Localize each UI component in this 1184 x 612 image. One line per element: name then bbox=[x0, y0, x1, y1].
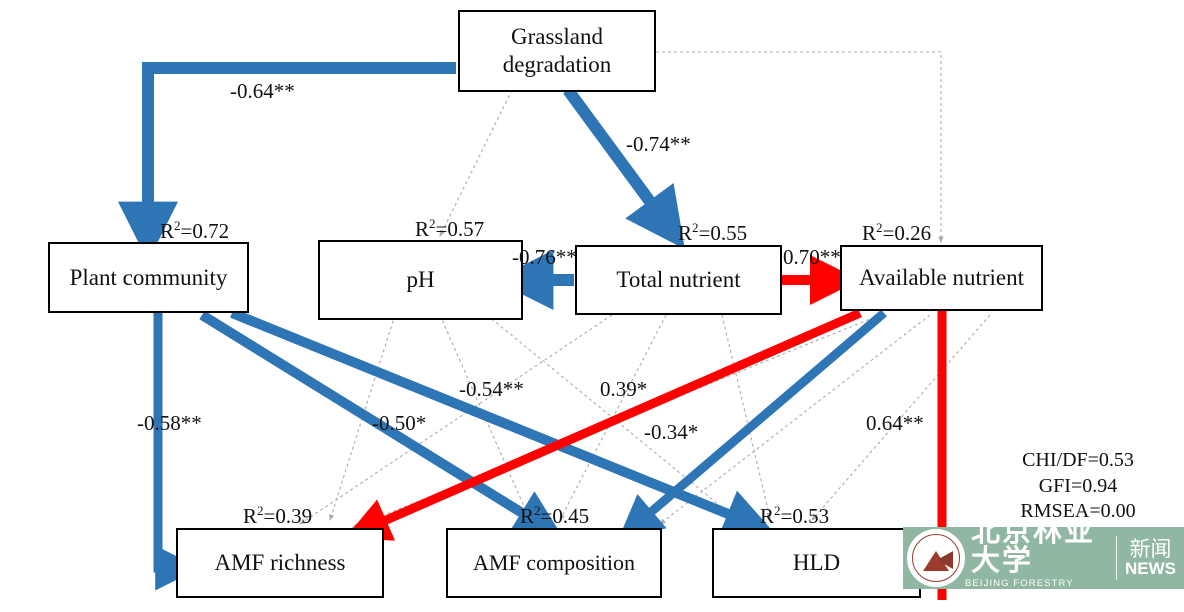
ns-path-ph-amfcomp bbox=[439, 314, 531, 522]
path-plant-amfrich bbox=[153, 313, 201, 591]
path-grassland-total bbox=[563, 86, 685, 250]
r2-exponent: 2 bbox=[429, 216, 436, 231]
ns-path-grassland-available bbox=[656, 51, 944, 244]
r2-prefix: R bbox=[243, 504, 258, 528]
coefficient-total-available: 0.70** bbox=[783, 245, 841, 269]
watermark-divider bbox=[1115, 536, 1117, 580]
r2-value-available: =0.26 bbox=[882, 221, 932, 245]
ns-path-ph-hld bbox=[486, 314, 736, 519]
path-available-amfrich bbox=[344, 308, 862, 541]
path-plant-hld bbox=[230, 308, 774, 537]
node-grassland-degradation[interactable]: Grassland degradation bbox=[458, 10, 656, 92]
ns-path-grassland-ph bbox=[439, 89, 513, 237]
coefficient-available-hld: 0.64** bbox=[866, 411, 924, 435]
r2-label-total-nutrient: R2=0.55 bbox=[678, 220, 747, 246]
node-amf-richness[interactable]: AMF richness bbox=[176, 528, 384, 598]
r2-prefix: R bbox=[760, 504, 775, 528]
r2-value-plant: =0.72 bbox=[180, 219, 230, 243]
university-seal-icon bbox=[907, 529, 965, 587]
coefficient-available-amfcomp: -0.34* bbox=[644, 420, 699, 444]
fit-gfi: GFI=0.94 bbox=[1038, 474, 1118, 497]
node-label-amf-composition: AMF composition bbox=[473, 550, 635, 575]
arrow-icon bbox=[937, 551, 953, 569]
path-plant-amfcomp bbox=[199, 310, 564, 539]
r2-prefix: R bbox=[520, 504, 535, 528]
r2-value-amf-comp: =0.45 bbox=[540, 504, 590, 528]
r2-label-available-nutrient: R2=0.26 bbox=[862, 220, 931, 246]
r2-value-hld: =0.53 bbox=[780, 504, 830, 528]
node-hld[interactable]: HLD bbox=[712, 528, 921, 598]
r2-prefix: R bbox=[862, 221, 877, 245]
node-available-nutrient[interactable]: Available nutrient bbox=[840, 245, 1043, 311]
r2-exponent: 2 bbox=[692, 220, 699, 235]
fit-rmsea: RMSEA=0.00 bbox=[1020, 500, 1136, 523]
coefficient-grassland-total: -0.74** bbox=[626, 132, 691, 156]
node-ph[interactable]: pH bbox=[318, 240, 523, 320]
node-plant-community[interactable]: Plant community bbox=[48, 242, 249, 313]
r2-label-amf-richness: R2=0.39 bbox=[243, 503, 312, 529]
node-label-available-nutrient: Available nutrient bbox=[859, 265, 1024, 290]
r2-label-amf-composition: R2=0.45 bbox=[520, 503, 589, 529]
r2-value-amf-rich: =0.39 bbox=[263, 504, 313, 528]
r2-value-ph: =0.57 bbox=[435, 217, 485, 241]
node-label-plant-community: Plant community bbox=[69, 264, 228, 290]
coefficient-plant-amfcomp: -0.50* bbox=[372, 411, 427, 435]
r2-exponent: 2 bbox=[876, 220, 883, 235]
coefficient-plant-hld: -0.54** bbox=[459, 377, 524, 401]
ns-path-total-amfrich bbox=[299, 314, 613, 525]
coefficient-grassland-plant: -0.64** bbox=[230, 79, 295, 103]
node-label-amf-richness: AMF richness bbox=[214, 550, 346, 575]
path-available-amfcomp bbox=[617, 309, 887, 541]
negative-paths bbox=[118, 62, 887, 591]
ns-path-total-hld bbox=[721, 314, 772, 520]
node-label-total-nutrient: Total nutrient bbox=[616, 267, 741, 292]
r2-label-plant-community: R2=0.72 bbox=[160, 218, 229, 244]
watermark-banner: 北京林业大学 BEIJING FORESTRY UNIVERSITY 新闻 NE… bbox=[903, 527, 1184, 589]
ns-path-available-amfcomp2 bbox=[659, 314, 931, 525]
node-label-ph: pH bbox=[406, 267, 435, 292]
r2-label-ph: R2=0.57 bbox=[415, 216, 484, 242]
node-label-grassland: Grassland degradation bbox=[502, 24, 612, 77]
node-label-hld: HLD bbox=[792, 550, 841, 575]
watermark-university: 北京林业大学 BEIJING FORESTRY UNIVERSITY bbox=[965, 527, 1108, 589]
watermark-news-cn: 新闻 bbox=[1129, 536, 1172, 561]
r2-exponent: 2 bbox=[257, 503, 264, 518]
coefficient-total-ph: -0.76** bbox=[512, 245, 577, 269]
node-amf-composition[interactable]: AMF composition bbox=[446, 528, 662, 598]
watermark-news-en: NEWS bbox=[1125, 558, 1176, 578]
r2-value-total: =0.55 bbox=[698, 221, 748, 245]
node-total-nutrient[interactable]: Total nutrient bbox=[575, 245, 782, 315]
r2-prefix: R bbox=[160, 219, 175, 243]
r2-prefix: R bbox=[415, 217, 430, 241]
r2-prefix: R bbox=[678, 221, 693, 245]
watermark-news: 新闻 NEWS bbox=[1125, 538, 1176, 579]
fit-chi-df: CHI/DF=0.53 bbox=[1022, 449, 1134, 471]
path-grassland-plant bbox=[118, 62, 456, 262]
r2-label-hld: R2=0.53 bbox=[760, 503, 829, 529]
coefficient-plant-amfrich: -0.58** bbox=[137, 411, 202, 435]
coefficient-available-amfrich: 0.39* bbox=[600, 377, 648, 401]
r2-exponent: 2 bbox=[774, 503, 781, 518]
watermark-en-name: BEIJING FORESTRY UNIVERSITY bbox=[965, 577, 1074, 590]
watermark-cn-name: 北京林业大学 bbox=[971, 527, 1096, 577]
